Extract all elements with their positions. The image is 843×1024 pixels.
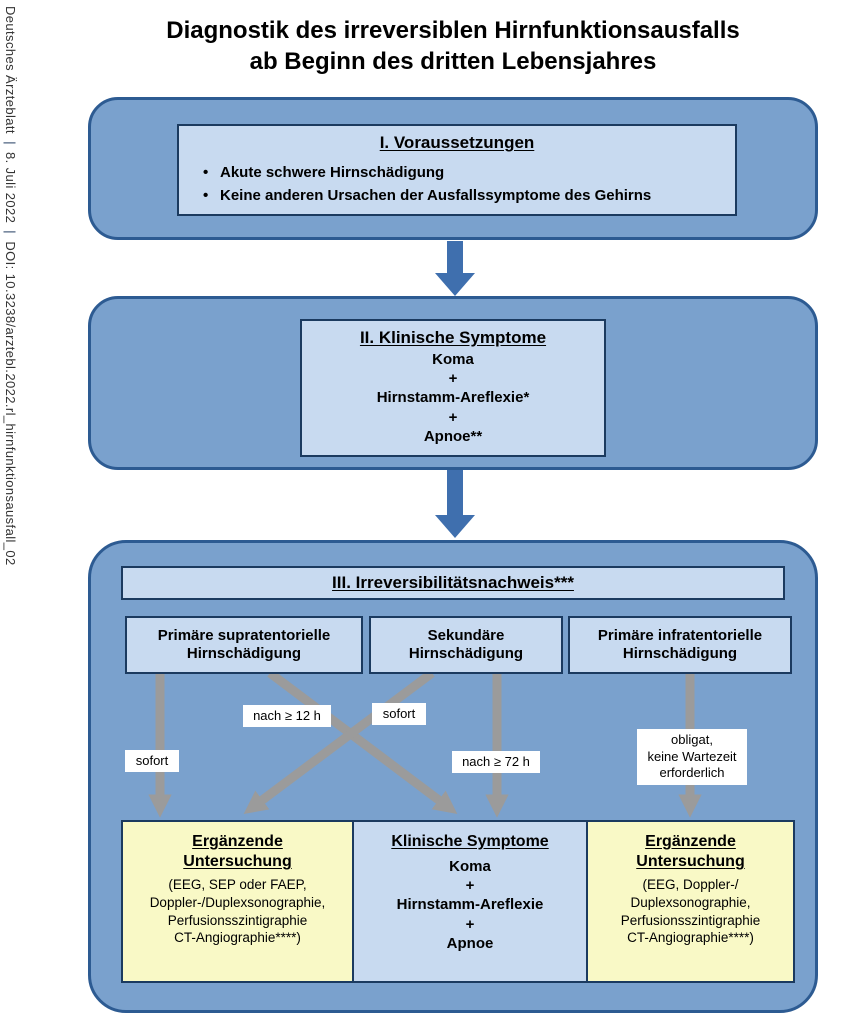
arrow-label-obligat-line: erforderlich <box>659 765 725 781</box>
figure-title: Diagnostik des irreversiblen Hirnfunktio… <box>88 15 818 77</box>
outcome-body-line: CT-Angiographie****) <box>174 930 301 946</box>
section-i-panel: I. Voraussetzungen Akute schwere Hirnsch… <box>88 97 818 240</box>
section-iii-heading-box: III. Irreversibilitätsnachweis*** <box>121 566 785 600</box>
outcome-body-line: Duplexsonographie, <box>630 894 751 910</box>
arrow-label-sofort-middle: sofort <box>372 703 426 725</box>
title-line-2: ab Beginn des dritten Lebensjahres <box>249 48 657 76</box>
outcome-body-line: Perfusionsszintigraphie <box>167 912 308 928</box>
arrow-label-nach-12h: nach ≥ 12 h <box>243 705 331 727</box>
separator: | <box>3 230 18 235</box>
outcome-middle-heading: Klinische Symptome <box>391 833 549 850</box>
source-date: 8. Juli 2022 <box>3 152 18 224</box>
category-box-infratentoriell: Primäre infratentorielle Hirnschädigung <box>568 616 792 674</box>
title-line-1: Diagnostik des irreversiblen Hirnfunktio… <box>166 17 740 44</box>
section-i-bullets: Akute schwere Hirnschädigung Keine ander… <box>179 162 735 207</box>
plus-sign: + <box>448 370 458 388</box>
down-arrow-icon <box>435 241 475 296</box>
plus-sign: + <box>465 877 475 895</box>
category-box-sekundaer: Sekundäre Hirnschädigung <box>369 616 563 674</box>
bullet-item: Keine anderen Ursachen der Ausfallssympt… <box>203 185 735 208</box>
source-doi: DOI: 10.3238/arztebl.2022.rl_hirnfunktio… <box>3 241 18 566</box>
down-arrow-icon <box>435 470 475 538</box>
outcome-body-line: Doppler-/Duplexsonographie, <box>149 894 326 910</box>
outcome-body-line: CT-Angiographie****) <box>627 930 754 946</box>
outcome-right-heading: Untersuchung <box>636 853 745 870</box>
arrow-label-obligat-line: obligat, <box>671 731 713 747</box>
bullet-item: Akute schwere Hirnschädigung <box>203 162 735 185</box>
outcome-body-line: Perfusionsszintigraphie <box>620 912 761 928</box>
outcome-right-body: (EEG, Doppler-/ Duplexsonographie, Perfu… <box>588 876 793 947</box>
outcome-body-line: (EEG, SEP oder FAEP, <box>168 877 307 892</box>
symptom-line: Hirnstamm-Areflexie* <box>376 389 530 407</box>
outcome-left-heading: Ergänzende <box>192 833 283 850</box>
section-iii-panel: III. Irreversibilitätsnachweis*** Primär… <box>88 540 818 1013</box>
outcome-box-erganzende-right: Ergänzende Untersuchung (EEG, Doppler-/ … <box>586 820 795 983</box>
arrow-label-nach-72h: nach ≥ 72 h <box>452 751 540 773</box>
arrow-label-obligat-line: keine Wartezeit <box>647 748 737 764</box>
plus-sign: + <box>448 408 458 426</box>
outcome-body-line: (EEG, Doppler-/ <box>642 877 739 892</box>
section-ii-panel: II. Klinische Symptome Koma + Hirnstamm-… <box>88 296 818 470</box>
symptom-line: Koma <box>432 351 474 368</box>
section-ii-box: II. Klinische Symptome Koma + Hirnstamm-… <box>300 319 606 457</box>
source-journal: Deutsches Ärzteblatt <box>3 6 18 134</box>
symptom-line: Apnoe** <box>423 427 483 445</box>
section-ii-heading: II. Klinische Symptome <box>359 328 547 347</box>
symptom-line: Hirnstamm-Areflexie <box>396 896 544 914</box>
symptom-line: Koma <box>449 858 491 875</box>
source-citation: Deutsches Ärzteblatt | 8. Juli 2022 | DOI: 1… <box>3 6 18 566</box>
outcome-box-erganzende-left: Ergänzende Untersuchung (EEG, SEP oder F… <box>121 820 354 983</box>
outcome-left-body: (EEG, SEP oder FAEP, Doppler-/Duplexsono… <box>123 876 352 947</box>
arrow-label-obligat: obligat, keine Wartezeit erforderlich <box>637 729 747 785</box>
arrow-label-sofort-left: sofort <box>125 750 179 772</box>
section-iii-heading: III. Irreversibilitätsnachweis*** <box>332 573 574 592</box>
plus-sign: + <box>465 915 475 933</box>
separator: | <box>3 140 18 145</box>
symptom-line: Apnoe <box>446 934 494 952</box>
outcome-box-klinische-symptome: Klinische Symptome Koma + Hirnstamm-Aref… <box>352 820 588 983</box>
outcome-right-heading: Ergänzende <box>645 833 736 850</box>
section-i-heading: I. Voraussetzungen <box>379 133 535 152</box>
section-i-box: I. Voraussetzungen Akute schwere Hirnsch… <box>177 124 737 216</box>
category-box-supratentoriell: Primäre supratentorielle Hirnschädigung <box>125 616 363 674</box>
outcome-left-heading: Untersuchung <box>183 853 292 870</box>
